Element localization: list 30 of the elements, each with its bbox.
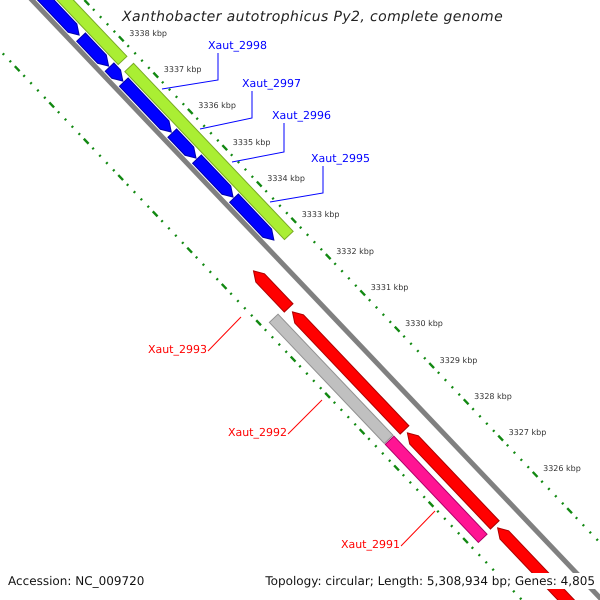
scale-label: 3337 kbp	[164, 66, 202, 74]
gene-label: Xaut_2991	[340, 539, 400, 550]
gene-label: Xaut_2996	[272, 110, 332, 121]
gene-label: Xaut_2993	[148, 344, 207, 355]
scale-label: 3330 kbp	[405, 320, 443, 328]
title: Xanthobacter autotrophicus Py2, complete genome	[122, 10, 504, 24]
scale-label: 3336 kbp	[198, 102, 236, 110]
scale-label: 3338 kbp	[129, 30, 167, 38]
scale-label: 3329 kbp	[440, 356, 478, 365]
scale-label: 3334 kbp	[267, 175, 305, 184]
scale-label: 3335 kbp	[232, 138, 270, 147]
leader-line	[288, 400, 322, 434]
leader-line	[232, 122, 284, 162]
scale-label: 3326 kbp	[543, 465, 581, 474]
genome-info-text: Topology: circular; Length: 5,308,934 bp; Genes: 4,805	[265, 573, 595, 589]
leader-line	[208, 316, 242, 352]
leader-line	[270, 166, 324, 202]
leader-line	[162, 52, 218, 90]
scale-label: 3331 kbp	[370, 284, 408, 292]
gene-label: Xaut_2997	[242, 78, 302, 89]
leader-line	[200, 90, 252, 130]
scale-label: 3328 kbp	[474, 392, 512, 401]
gene-label: Xaut_2995	[311, 153, 370, 164]
scale-label: 3332 kbp	[336, 248, 374, 256]
scale-label: 3327 kbp	[508, 429, 546, 438]
gene-label: Xaut_2998	[208, 40, 268, 51]
gene-label: Xaut_2992	[228, 427, 287, 438]
scale-label: 3333 kbp	[302, 211, 340, 220]
accession-text: Accession: NC_009720	[8, 575, 144, 587]
leader-line	[400, 510, 436, 546]
